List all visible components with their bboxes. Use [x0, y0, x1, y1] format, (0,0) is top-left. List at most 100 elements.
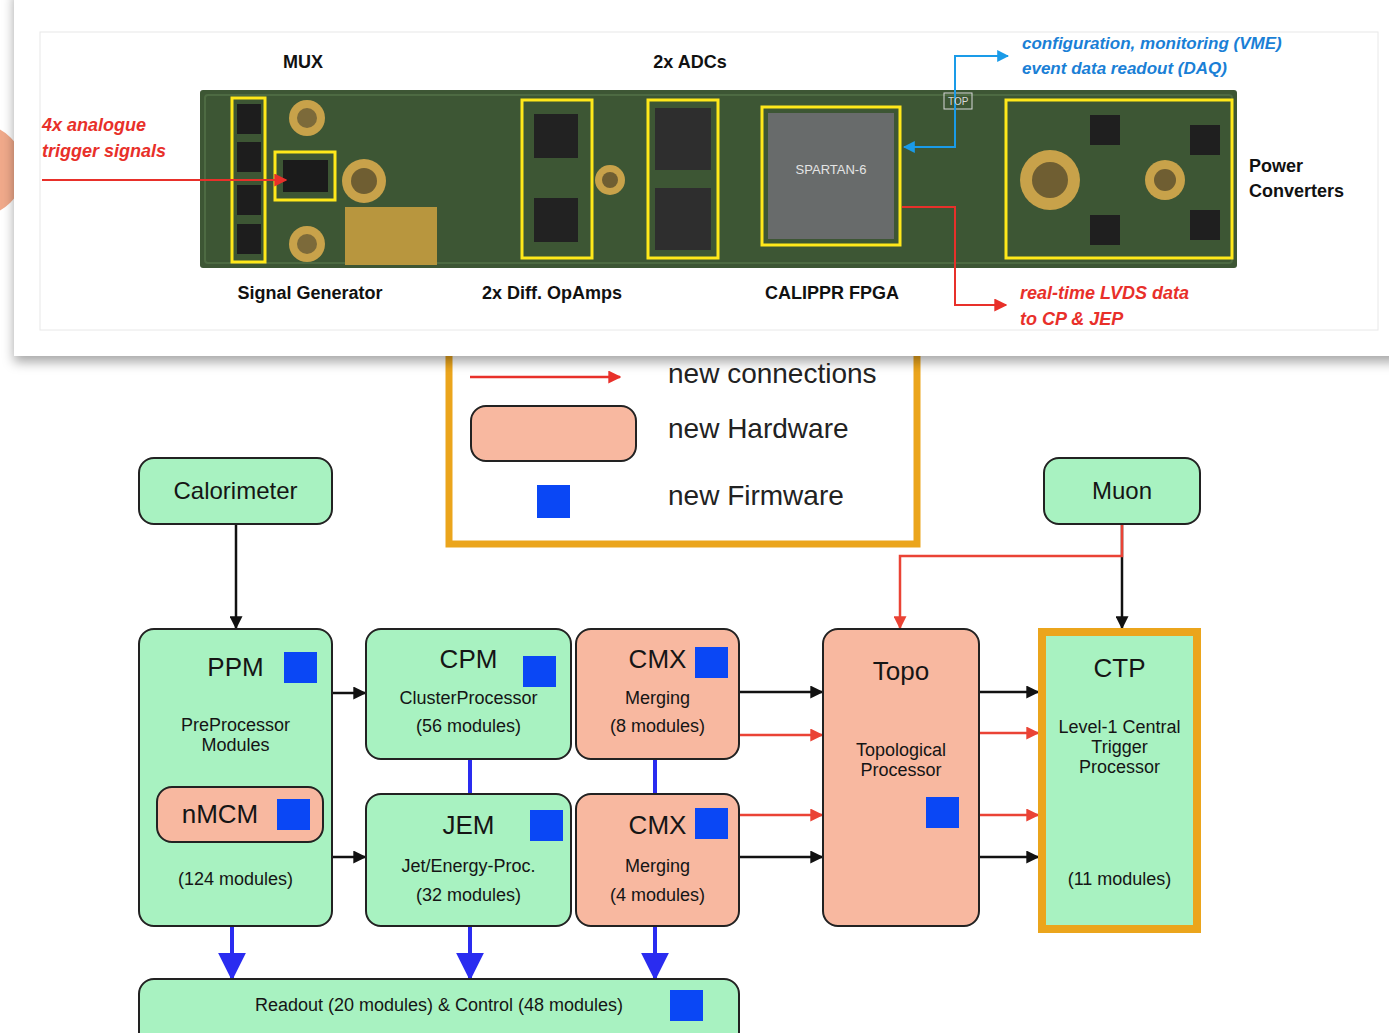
mounting-hole — [297, 234, 317, 254]
firmware-marker — [530, 810, 563, 841]
photo-frame — [40, 32, 1378, 330]
part-label: 2x ADCs — [653, 52, 726, 74]
new-connection — [740, 734, 822, 737]
signal-note: to CP & JEP — [1020, 309, 1123, 331]
box-text: (32 modules) — [371, 886, 566, 906]
new-connection — [980, 732, 1038, 735]
legend-line-sample — [470, 376, 620, 379]
legend-text: new Firmware — [668, 480, 844, 512]
readout-link — [468, 760, 472, 793]
box-text: Jet/Energy-Proc. — [371, 857, 566, 877]
signal-note: real-time LVDS data — [1020, 283, 1189, 305]
pcb-board — [200, 90, 1237, 268]
module-box: CTP Level-1 Central Trigger Processor (11 … — [1038, 628, 1201, 933]
part-label: Power — [1249, 156, 1303, 178]
firmware-marker — [695, 647, 728, 678]
mounting-hole — [297, 108, 317, 128]
source-box: Muon — [1043, 457, 1201, 525]
box-title: Topo — [828, 657, 974, 686]
adc-chip — [655, 108, 711, 170]
box-title: Readout (20 modules) & Control (48 modul… — [144, 996, 734, 1016]
box-text: (11 modules) — [1044, 870, 1195, 890]
board-marking: TOP — [948, 96, 968, 108]
box-title: PPM — [144, 653, 327, 682]
mux-chip — [237, 104, 261, 134]
box-title: JEM — [371, 811, 566, 840]
input-arrow — [42, 179, 286, 181]
mounting-hole — [602, 172, 618, 188]
power-chip — [1190, 210, 1220, 240]
box-title: Muon — [1049, 478, 1195, 504]
data-connection — [740, 691, 822, 694]
opamp-chip — [534, 114, 578, 158]
fpga-chip — [768, 113, 894, 239]
box-text: Merging — [581, 689, 734, 709]
firmware-marker — [284, 652, 317, 683]
highlight-boxes — [232, 98, 1232, 262]
mux-chip — [237, 224, 261, 254]
module-box: CPM ClusterProcessor (56 modules) — [365, 628, 572, 760]
firmware-marker — [277, 799, 310, 830]
box-title: Calorimeter — [144, 478, 327, 504]
readout-box: Readout (20 modules) & Control (48 modul… — [138, 978, 740, 1033]
photo-panel — [14, 0, 1389, 356]
new-connection — [740, 814, 822, 817]
interface-note: event data readout (DAQ) — [1022, 59, 1227, 79]
data-connection — [333, 692, 365, 695]
mounting-hole — [342, 159, 386, 203]
legend-text: new connections — [668, 358, 877, 390]
data-connection — [333, 856, 365, 859]
chip-marking: SPARTAN-6 — [796, 162, 867, 178]
highlight-box — [648, 100, 718, 258]
highlight-box — [275, 152, 335, 200]
legend-swatch — [537, 485, 570, 518]
hardware-box: CMX Merging (8 modules) — [575, 628, 740, 760]
new-connection — [980, 814, 1038, 817]
box-title: nMCM — [162, 800, 278, 829]
source-box: Calorimeter — [138, 457, 333, 525]
new-connection — [900, 525, 1122, 628]
module-box: PPM PreProcessor Modules (124 modules) nMCM — [138, 628, 333, 927]
box-text: ClusterProcessor — [371, 689, 566, 709]
box-title: CTP — [1044, 654, 1195, 683]
box-text: (56 modules) — [371, 717, 566, 737]
firmware-marker — [670, 990, 703, 1021]
signal-note: trigger signals — [42, 141, 166, 163]
module-box: nMCM — [156, 786, 324, 843]
lvds-arrow — [902, 207, 1006, 305]
interface-note: configuration, monitoring (VME) — [1022, 34, 1282, 54]
mounting-hole — [1020, 150, 1080, 210]
firmware-marker — [926, 797, 959, 828]
highlight-box — [522, 100, 592, 258]
box-title: CMX — [581, 645, 734, 674]
signal-generator-chip — [283, 160, 328, 192]
box-text: (4 modules) — [581, 886, 734, 906]
readout-link — [230, 927, 234, 978]
part-label: MUX — [283, 52, 323, 74]
part-label: CALIPPR FPGA — [765, 283, 899, 305]
data-connection — [235, 525, 238, 628]
mounting-hole — [289, 226, 325, 262]
data-connection — [980, 856, 1038, 859]
box-text: Level-1 Central Trigger Processor — [1050, 718, 1190, 777]
data-connection — [740, 856, 822, 859]
box-text: (124 modules) — [144, 870, 327, 890]
mounting-hole — [1032, 162, 1068, 198]
mux-chip — [237, 142, 261, 172]
mounting-hole — [351, 168, 377, 194]
legend-swatch — [470, 405, 637, 462]
adc-chip — [655, 188, 711, 250]
mounting-hole — [595, 165, 625, 195]
firmware-marker — [695, 808, 728, 839]
module-box: JEM Jet/Energy-Proc. (32 modules) — [365, 793, 572, 927]
firmware-marker — [523, 656, 556, 687]
box-title: CPM — [371, 645, 566, 674]
box-text: PreProcessor Modules — [161, 716, 311, 756]
readout-link — [468, 927, 472, 978]
box-text: (8 modules) — [581, 717, 734, 737]
highlight-box — [762, 107, 900, 245]
part-label: Converters — [1249, 181, 1344, 203]
power-chip — [1090, 115, 1120, 145]
top-marker — [944, 93, 972, 109]
